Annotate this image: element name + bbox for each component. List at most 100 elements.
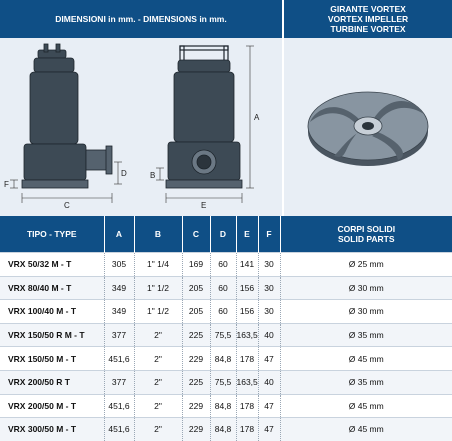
cell-f: 47 [258,394,280,418]
col-d: D [210,216,236,253]
table-row: VRX 150/50 R M - T 377 2" 225 75,5 163,5… [0,323,452,347]
cell-f: 30 [258,276,280,300]
table-row: VRX 80/40 M - T 349 1" 1/2 205 60 156 30… [0,276,452,300]
cell-b: 1" 1/2 [134,276,182,300]
cell-solids: Ø 45 mm [280,347,452,371]
cell-a: 349 [104,300,134,324]
col-solid-parts: CORPI SOLIDI SOLID PARTS [280,216,452,253]
cell-type: VRX 150/50 M - T [0,347,104,371]
cell-e: 163,5 [236,323,258,347]
cell-solids: Ø 30 mm [280,300,452,324]
cell-a: 451,6 [104,418,134,441]
cell-f: 47 [258,418,280,441]
cell-f: 47 [258,347,280,371]
impeller-header: GIRANTE VORTEX VORTEX IMPELLER TURBINE V… [284,0,452,38]
col-e: E [236,216,258,253]
col-type: TIPO - TYPE [0,216,104,253]
dimensions-title: DIMENSIONI in mm. - DIMENSIONS in mm. [55,14,226,24]
cell-solids: Ø 35 mm [280,323,452,347]
cell-a: 377 [104,323,134,347]
cell-d: 75,5 [210,323,236,347]
col-f: F [258,216,280,253]
cell-a: 451,6 [104,394,134,418]
cell-c: 229 [182,394,210,418]
cell-c: 205 [182,276,210,300]
dimensions-header: DIMENSIONI in mm. - DIMENSIONS in mm. [0,0,282,38]
cell-b: 2" [134,394,182,418]
cell-e: 163,5 [236,370,258,394]
col-solid-parts-en: SOLID PARTS [281,234,452,244]
dim-label-a: A [254,113,260,122]
impeller-title-fr: TURBINE VORTEX [330,24,405,34]
cell-solids: Ø 35 mm [280,370,452,394]
table-row: VRX 300/50 M - T 451,6 2" 229 84,8 178 4… [0,418,452,441]
cell-c: 229 [182,347,210,371]
dim-label-e: E [201,201,206,210]
cell-a: 451,6 [104,347,134,371]
cell-solids: Ø 30 mm [280,276,452,300]
cell-b: 2" [134,370,182,394]
cell-f: 40 [258,323,280,347]
cell-b: 2" [134,347,182,371]
cell-type: VRX 300/50 M - T [0,418,104,441]
table-row: VRX 150/50 M - T 451,6 2" 229 84,8 178 4… [0,347,452,371]
cell-type: VRX 100/40 M - T [0,300,104,324]
cell-d: 60 [210,300,236,324]
col-b: B [134,216,182,253]
technical-drawing: C D F B E A [0,38,452,216]
col-solid-parts-it: CORPI SOLIDI [281,224,452,234]
cell-d: 60 [210,276,236,300]
cell-type: VRX 200/50 R T [0,370,104,394]
cell-f: 30 [258,300,280,324]
cell-b: 2" [134,323,182,347]
pump-front-view [22,44,112,188]
cell-e: 156 [236,300,258,324]
cell-b: 2" [134,418,182,441]
cell-d: 60 [210,253,236,277]
cell-solids: Ø 25 mm [280,253,452,277]
dim-label-b: B [150,171,155,180]
table-row: VRX 200/50 R T 377 2" 225 75,5 163,5 40 … [0,370,452,394]
cell-c: 225 [182,323,210,347]
table-row: VRX 50/32 M - T 305 1" 1/4 169 60 141 30… [0,253,452,277]
col-a: A [104,216,134,253]
cell-b: 1" 1/2 [134,300,182,324]
table-row: VRX 200/50 M - T 451,6 2" 229 84,8 178 4… [0,394,452,418]
dim-label-d: D [121,169,127,178]
cell-c: 205 [182,300,210,324]
product-datasheet: DIMENSIONI in mm. - DIMENSIONS in mm. GI… [0,0,452,421]
cell-e: 178 [236,394,258,418]
cell-e: 178 [236,347,258,371]
table-row: VRX 100/40 M - T 349 1" 1/2 205 60 156 3… [0,300,452,324]
table-header-row: TIPO - TYPE A B C D E F CORPI SOLIDI SOL… [0,216,452,253]
cell-c: 169 [182,253,210,277]
specs-table: TIPO - TYPE A B C D E F CORPI SOLIDI SOL… [0,216,452,441]
impeller-title-en: VORTEX IMPELLER [328,14,408,24]
cell-c: 225 [182,370,210,394]
cell-a: 305 [104,253,134,277]
cell-f: 30 [258,253,280,277]
cell-f: 40 [258,370,280,394]
impeller-title-it: GIRANTE VORTEX [330,4,406,14]
cell-a: 377 [104,370,134,394]
cell-b: 1" 1/4 [134,253,182,277]
cell-c: 229 [182,418,210,441]
cell-solids: Ø 45 mm [280,418,452,441]
cell-type: VRX 150/50 R M - T [0,323,104,347]
cell-e: 156 [236,276,258,300]
cell-d: 84,8 [210,418,236,441]
cell-d: 75,5 [210,370,236,394]
cell-e: 178 [236,418,258,441]
pump-side-view [166,46,242,188]
cell-a: 349 [104,276,134,300]
cell-e: 141 [236,253,258,277]
dim-label-f: F [4,180,9,189]
cell-d: 84,8 [210,394,236,418]
cell-type: VRX 50/32 M - T [0,253,104,277]
cell-type: VRX 200/50 M - T [0,394,104,418]
dim-label-c: C [64,201,70,210]
col-c: C [182,216,210,253]
drawing-area: C D F B E A [0,38,452,216]
cell-solids: Ø 45 mm [280,394,452,418]
cell-d: 84,8 [210,347,236,371]
